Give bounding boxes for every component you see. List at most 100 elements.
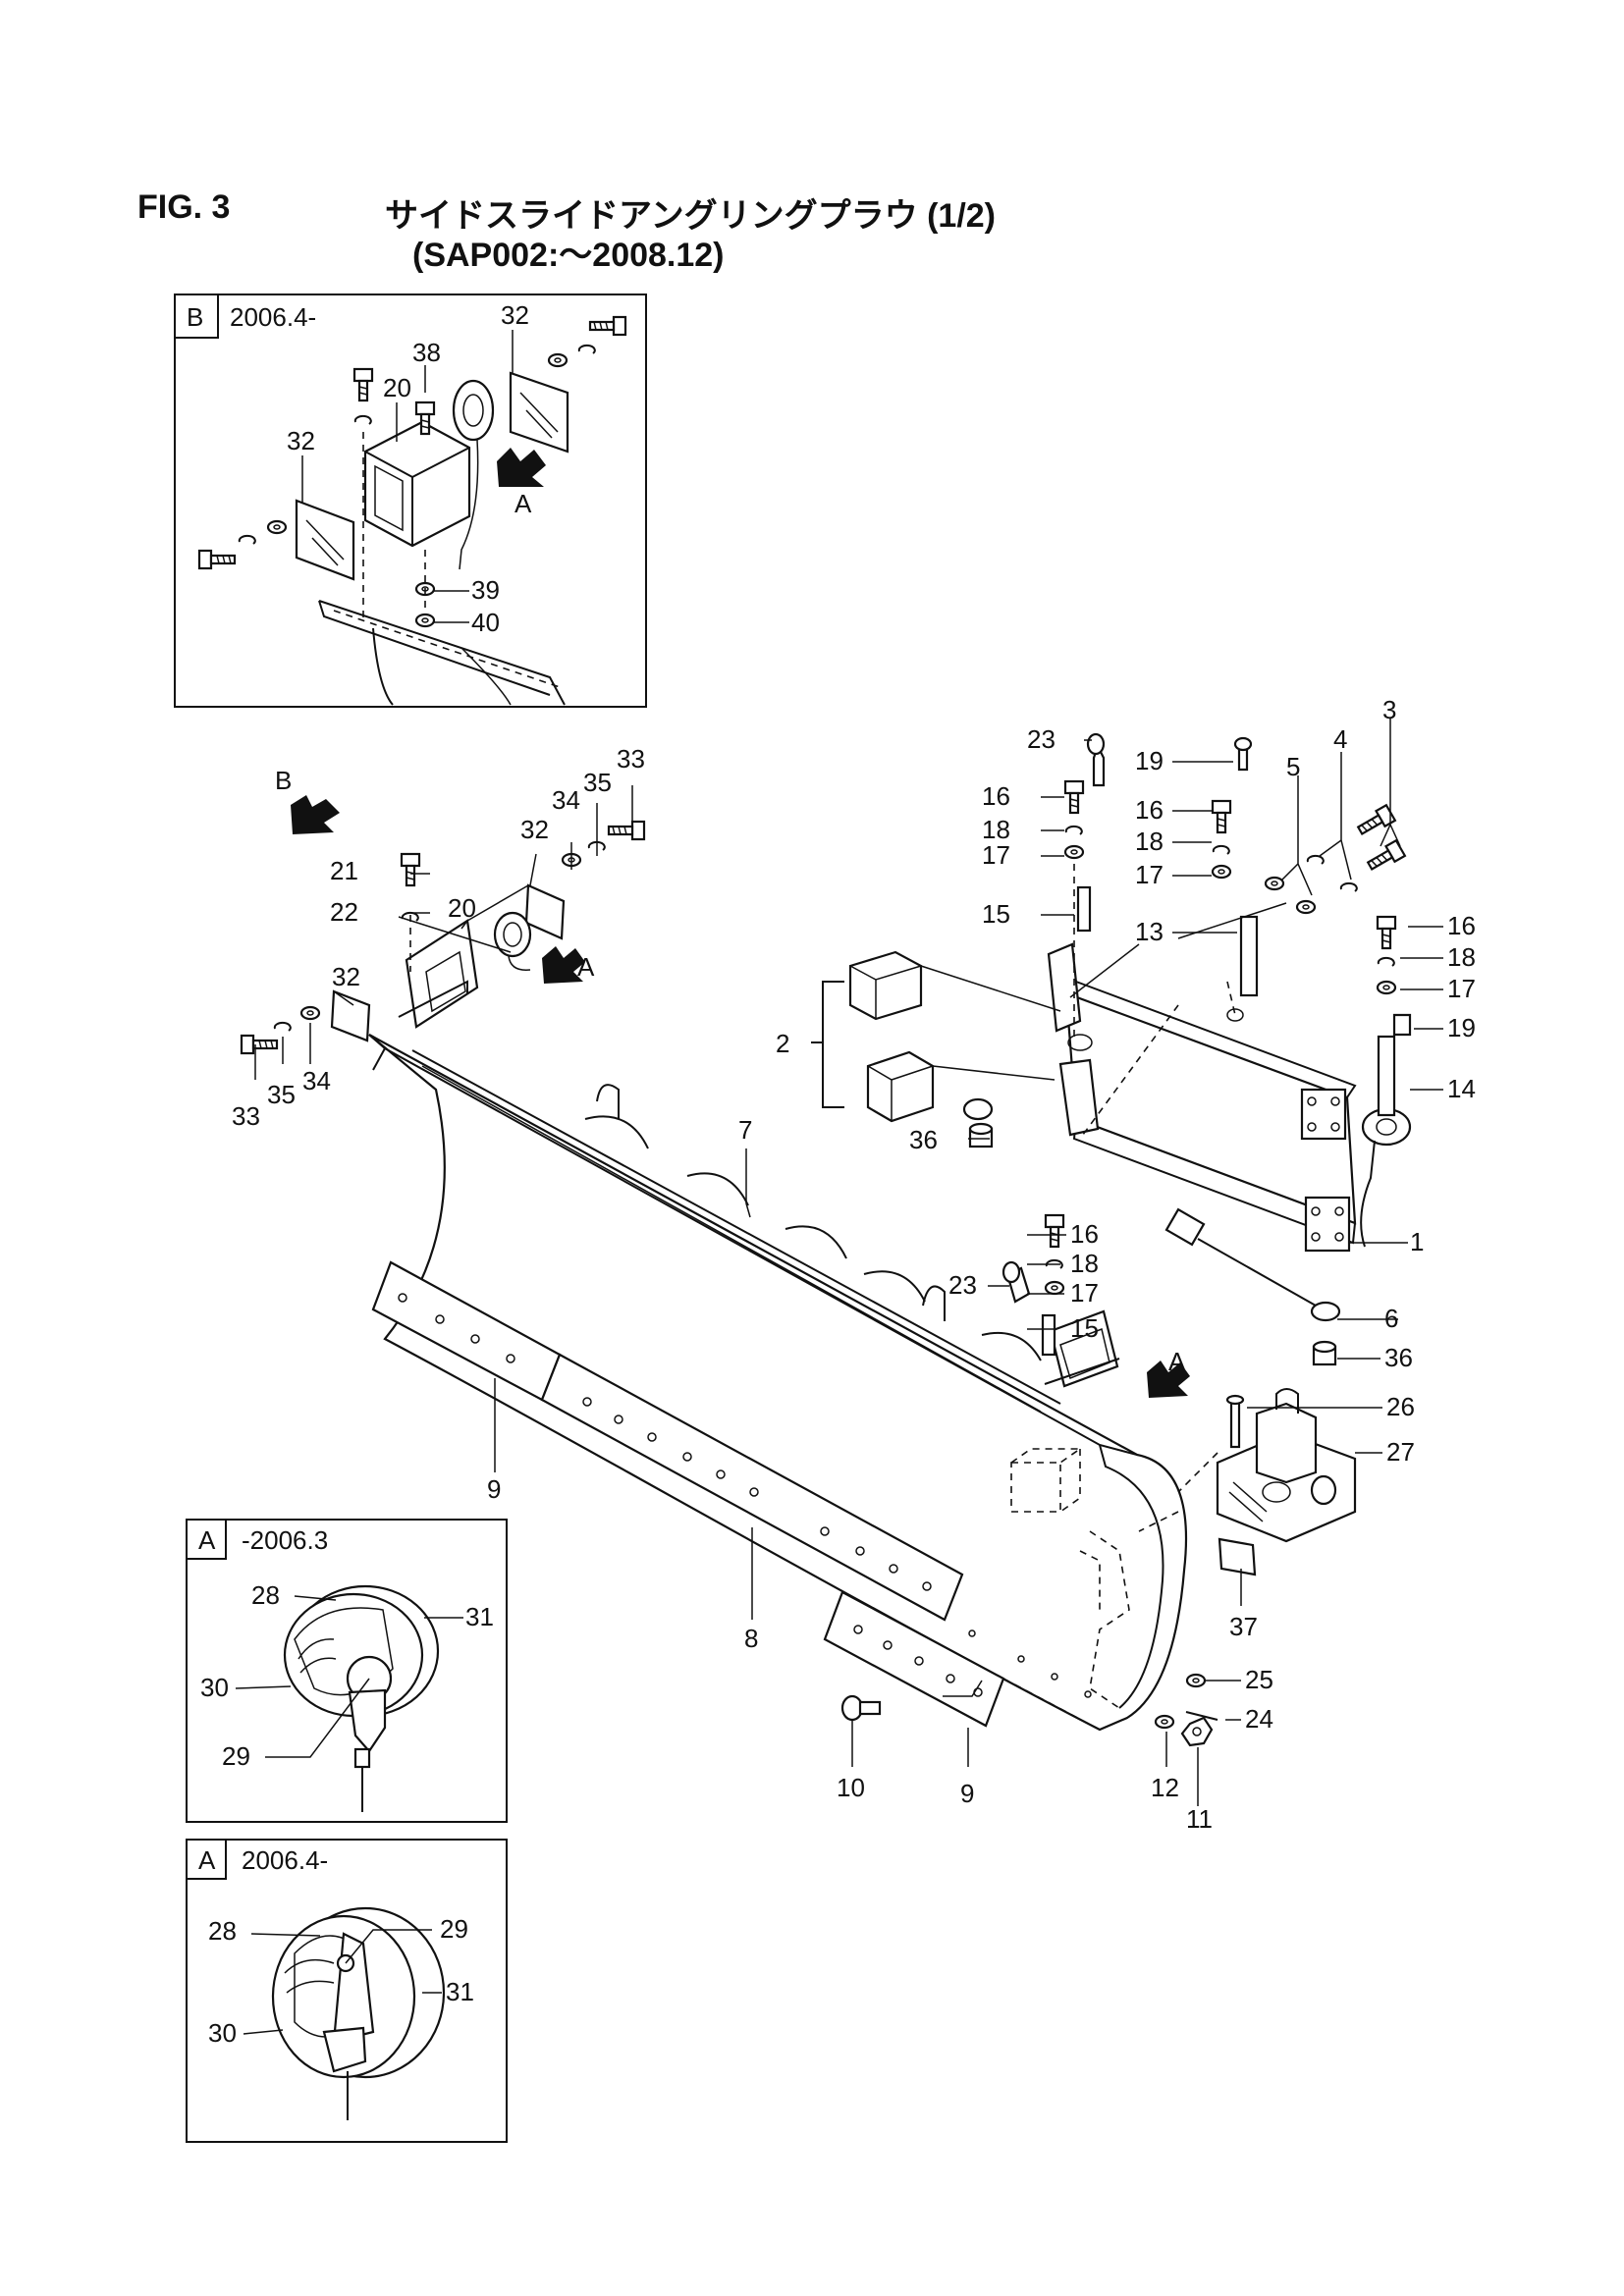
callout: 15 (1070, 1313, 1099, 1343)
callout: 20 (383, 373, 411, 402)
work-lamp (452, 379, 495, 442)
inset-a-new-period: 2006.4- (242, 1845, 328, 1875)
figure-title: サイドスライドアングリングプラウ (1/2) (385, 197, 996, 235)
callout: 39 (471, 575, 500, 605)
callout: 18 (982, 815, 1010, 844)
callout: 34 (302, 1066, 331, 1095)
callout: 23 (948, 1270, 977, 1300)
callout: 21 (330, 856, 358, 885)
callout: 8 (744, 1624, 758, 1653)
callout: 16 (982, 781, 1010, 811)
callout: 19 (1135, 746, 1164, 775)
callout: 30 (200, 1673, 229, 1702)
bushing (968, 1122, 994, 1148)
callout: 25 (1245, 1665, 1273, 1694)
callout: 30 (208, 2018, 237, 2048)
callout: 36 (1384, 1343, 1413, 1372)
callout: 31 (446, 1977, 474, 2006)
callout: 17 (1135, 860, 1164, 889)
cylinder-eye (962, 1097, 994, 1121)
view-b-marker: B (275, 766, 292, 795)
lamp-housing-left (405, 919, 479, 1029)
callout: 27 (1386, 1437, 1415, 1467)
callout: 13 (1135, 917, 1164, 946)
view-b-arrow (291, 795, 340, 834)
inset-b-tag: B (187, 302, 203, 332)
decal (1218, 1537, 1257, 1576)
callout: 11 (1186, 1804, 1213, 1834)
callout: 31 (465, 1602, 494, 1631)
figure-number: FIG. 3 (137, 188, 231, 226)
callout: 18 (1447, 942, 1476, 972)
leader-lines (254, 719, 1443, 1806)
callout: 9 (960, 1779, 974, 1808)
callout: 17 (1447, 974, 1476, 1003)
callout: 24 (1245, 1704, 1273, 1734)
cover-plate (524, 883, 566, 940)
callout: 16 (1070, 1219, 1099, 1249)
view-a-marker: A (514, 489, 532, 518)
pivot-pin (1377, 1035, 1396, 1117)
callout: 28 (251, 1580, 280, 1610)
callout: 4 (1333, 724, 1347, 754)
pivot-pin (1239, 915, 1259, 997)
callout: 38 (412, 338, 441, 367)
callout: 40 (471, 608, 500, 637)
figure-subtitle: (SAP002:～2008.12) (412, 237, 725, 274)
callout: 32 (332, 962, 360, 991)
lamp-housing (363, 420, 471, 548)
view-a-arrow (1147, 1361, 1190, 1398)
inset-a-old: A -2006.3 28 31 30 29 (186, 1519, 508, 1823)
nut (1180, 1716, 1214, 1747)
inset-b: B 2006.4- (174, 294, 647, 708)
inset-b-frame (174, 294, 647, 708)
callout: 19 (1447, 1013, 1476, 1042)
callout: 33 (232, 1101, 260, 1131)
callout: 28 (208, 1916, 237, 1946)
callout: 17 (982, 840, 1010, 870)
callout: 33 (617, 744, 645, 774)
callout: 14 (1447, 1074, 1476, 1103)
work-lamp (493, 911, 532, 958)
callout: 22 (330, 897, 358, 927)
inset-b-period: 2006.4- (230, 302, 316, 332)
inset-a-old-period: -2006.3 (242, 1525, 328, 1555)
wear-pad (866, 1050, 935, 1123)
view-a-arrow (497, 448, 546, 487)
view-a-marker: A (1168, 1347, 1186, 1376)
callout: 23 (1027, 724, 1056, 754)
inset-a-new-frame (186, 1839, 508, 2143)
callout: 2 (776, 1029, 789, 1058)
callout: 35 (583, 768, 612, 797)
callout: 29 (440, 1914, 468, 1944)
callout: 3 (1382, 695, 1396, 724)
wear-pad (848, 950, 923, 1021)
view-a-arrow (542, 946, 585, 984)
callout: 9 (487, 1474, 501, 1504)
inset-a-new: A 2006.4- 28 29 31 30 (186, 1839, 508, 2143)
callout: 18 (1135, 827, 1164, 856)
bushing (1312, 1340, 1337, 1366)
callout: 6 (1384, 1304, 1398, 1333)
callout: 12 (1151, 1773, 1179, 1802)
callout: 1 (1410, 1227, 1424, 1256)
callout: 29 (222, 1741, 250, 1771)
inset-a-old-tag: A (198, 1525, 216, 1555)
callout: 32 (520, 815, 549, 844)
main-assembly: B A A (232, 695, 1476, 1834)
callout: 32 (287, 426, 315, 455)
callout: 15 (982, 899, 1010, 929)
cutting-edge-right (823, 1590, 1005, 1728)
callout: 7 (738, 1115, 752, 1145)
callout: 18 (1070, 1249, 1099, 1278)
callout: 34 (552, 785, 580, 815)
inset-a-new-tag: A (198, 1845, 216, 1875)
callout: 16 (1135, 795, 1164, 825)
callout: 37 (1229, 1612, 1258, 1641)
cover-plate (330, 989, 371, 1042)
inset-a-old-frame (186, 1519, 508, 1823)
callout: 32 (501, 300, 529, 330)
edge-bolt (840, 1694, 882, 1722)
callout: 5 (1286, 752, 1300, 781)
callout: 26 (1386, 1392, 1415, 1421)
